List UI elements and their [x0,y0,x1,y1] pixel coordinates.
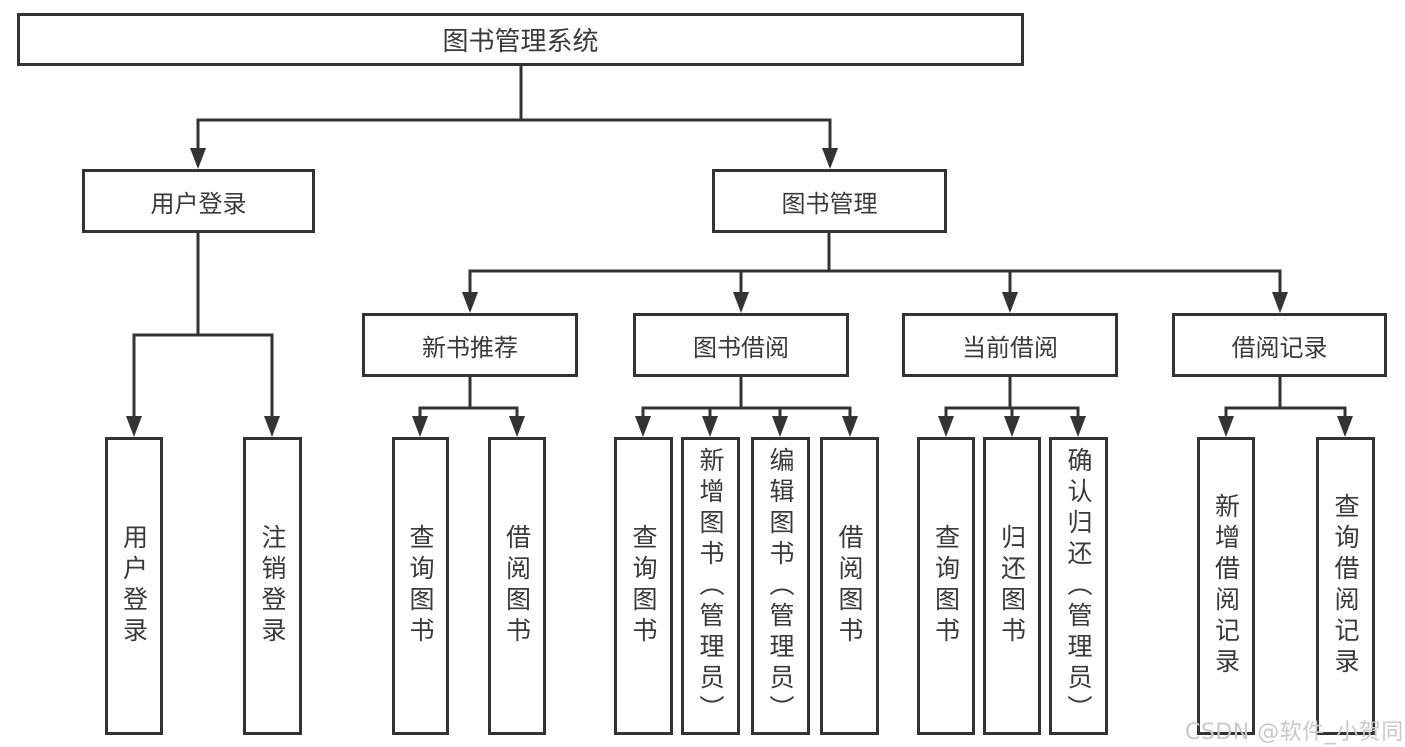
node-book-borrowing: 图书借阅 [633,313,849,377]
arrowhead-br-query [1337,416,1353,437]
leaf-newbooks-borrow-books: 借阅图书 [488,437,546,735]
leaf-borrowing-add-books-admin: 新增图书（管理员） [681,437,740,735]
leaf-label: 编辑图书（管理员） [766,446,795,726]
node-label: 图书管理系统 [442,27,599,57]
leaf-label: 新增图书（管理员） [696,446,725,726]
leaf-label: 查询图书 [629,524,658,648]
arrowhead-cb-confirm [1070,416,1086,437]
leaf-records-add-record: 新增借阅记录 [1197,437,1255,735]
leaf-current-query-books: 查询图书 [917,437,975,735]
node-book-management: 图书管理 [712,169,947,233]
leaf-current-return-books: 归还图书 [983,437,1041,735]
connector-root-to-level2 [196,66,832,150]
leaf-logout: 注销登录 [243,437,302,735]
arrowhead-book-mgmt [822,148,838,169]
connector-new-books-children [418,377,519,418]
connector-book-mgmt-children [468,233,1282,293]
node-label: 用户登录 [150,189,247,218]
connector-records-children [1224,377,1347,418]
node-label: 图书借阅 [693,333,789,362]
leaf-label: 查询图书 [406,524,435,648]
csdn-watermark: CSDN @软件_小贺同学 [1185,720,1405,745]
connector-user-login-children [132,233,274,418]
arrowhead-cb-return [1004,416,1020,437]
node-current-borrowing: 当前借阅 [902,313,1118,377]
leaf-label: 新增借阅记录 [1211,493,1241,679]
node-label: 新书推荐 [422,333,518,362]
arrowhead-bb-edit [772,416,788,437]
node-user-login: 用户登录 [82,169,315,233]
node-root-system: 图书管理系统 [17,13,1024,66]
arrowhead-borrowing [733,292,749,313]
leaf-label: 查询借阅记录 [1331,493,1360,679]
arrowhead-logout [264,416,280,437]
leaf-borrowing-edit-books-admin: 编辑图书（管理员） [751,437,810,735]
arrowhead-br-add [1218,416,1234,437]
leaf-label: 确认归还（管理员） [1064,446,1093,726]
node-label: 图书管理 [781,189,878,218]
arrowhead-bb-query [635,416,651,437]
leaf-current-confirm-return-admin: 确认归还（管理员） [1049,437,1108,735]
leaf-user-login: 用户登录 [105,437,163,735]
connector-borrowing-children [641,377,852,418]
arrowhead-login [126,416,142,437]
leaf-label: 归还图书 [997,524,1027,648]
leaf-newbooks-query-books: 查询图书 [392,437,449,735]
leaf-records-query-record: 查询借阅记录 [1316,437,1375,735]
node-label: 当前借阅 [962,333,1058,362]
leaf-borrowing-query-books: 查询图书 [614,437,673,735]
node-new-book-recommend: 新书推荐 [362,313,578,377]
arrowhead-current [1002,292,1018,313]
leaf-label: 查询图书 [931,524,961,648]
leaf-label: 借阅图书 [502,524,532,648]
leaf-label: 借阅图书 [835,524,864,648]
arrowhead-bb-add [702,416,718,437]
node-label: 借阅记录 [1231,333,1328,362]
leaf-borrowing-borrow-books: 借阅图书 [820,437,879,735]
arrowhead-user-login [190,148,206,169]
arrowhead-records [1272,292,1288,313]
arrowhead-new-books [462,292,478,313]
arrowhead-cb-query [938,416,954,437]
leaf-label: 用户登录 [119,524,149,648]
connector-current-children [944,377,1080,418]
arrowhead-nb-query [412,416,428,437]
arrowhead-bb-borrow [842,416,858,437]
leaf-label: 注销登录 [258,524,287,648]
node-borrow-records: 借阅记录 [1172,313,1387,377]
arrowhead-nb-borrow [509,416,525,437]
